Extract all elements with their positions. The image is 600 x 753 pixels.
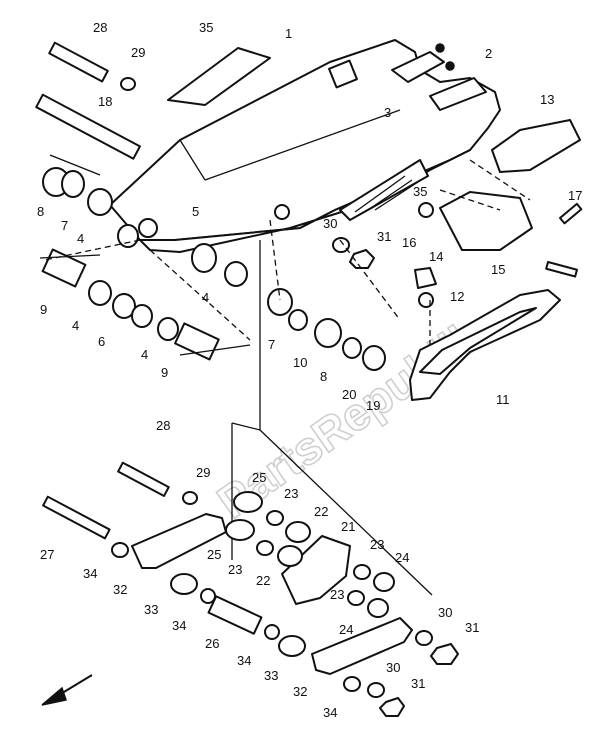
callout-number: 7	[268, 337, 275, 352]
callout-number: 23	[370, 537, 384, 552]
callout-number: 1	[285, 26, 292, 41]
callout-number: 29	[131, 45, 145, 60]
washer-29-top	[120, 77, 136, 91]
bearings-row-right	[267, 288, 386, 371]
dashed-guides-upper	[39, 154, 531, 356]
bearings-row-2	[41, 248, 220, 361]
callout-number: 14	[429, 249, 443, 264]
callout-number: 30	[438, 605, 452, 620]
callout-number: 24	[339, 622, 353, 637]
arrow-icon	[41, 674, 93, 706]
callout-number: 34	[237, 653, 251, 668]
callout-number: 7	[61, 218, 68, 233]
callout-number: 4	[141, 347, 148, 362]
callout-number: 25	[252, 470, 266, 485]
callout-number: 8	[37, 204, 44, 219]
callout-number: 25	[207, 547, 221, 562]
callout-number: 34	[172, 618, 186, 633]
callout-number: 4	[77, 231, 84, 246]
callout-number: 22	[314, 504, 328, 519]
collars-and-bearings	[111, 491, 459, 717]
callout-number: 9	[161, 365, 168, 380]
chain-support-13	[491, 119, 581, 173]
callout-number: 31	[411, 676, 425, 691]
callout-number: 34	[323, 705, 337, 720]
washer-29-lower	[182, 491, 198, 505]
callout-number: 12	[450, 289, 464, 304]
callout-number: 35	[199, 20, 213, 35]
callout-number: 10	[293, 355, 307, 370]
callout-number: 20	[342, 387, 356, 402]
callout-number: 16	[402, 235, 416, 250]
callout-number: 22	[256, 573, 270, 588]
callout-number: 30	[386, 660, 400, 675]
adjuster-plates	[435, 43, 455, 71]
callout-number: 11	[496, 392, 510, 407]
callout-number: 4	[202, 290, 209, 305]
callout-number: 3	[384, 105, 391, 120]
chain-guide-14	[439, 191, 533, 251]
bolt-28-lower	[117, 461, 170, 497]
callout-number: 23	[330, 587, 344, 602]
callout-number: 17	[568, 188, 582, 203]
callout-number: 33	[144, 602, 158, 617]
callout-number: 27	[40, 547, 54, 562]
bearings-left-stack	[42, 167, 248, 287]
callout-number: 26	[205, 636, 219, 651]
callout-number: 9	[40, 302, 47, 317]
bolt-27	[42, 495, 111, 540]
callout-number: 31	[465, 620, 479, 635]
callout-number: 2	[485, 46, 492, 61]
pivot-shaft-18	[35, 93, 141, 160]
callout-number: 35	[413, 184, 427, 199]
callout-number: 21	[341, 519, 355, 534]
callout-number: 15	[491, 262, 505, 277]
callout-number: 4	[72, 318, 79, 333]
callout-number: 32	[113, 582, 127, 597]
swingarm	[109, 39, 501, 253]
callout-number: 31	[377, 229, 391, 244]
callout-number: 8	[320, 369, 327, 384]
relay-arm-21	[281, 535, 351, 605]
chain-slider-11	[409, 289, 561, 401]
callout-number: 23	[284, 486, 298, 501]
chain-guard-35	[167, 47, 271, 106]
bolt-28-top	[48, 41, 109, 83]
callout-number: 29	[196, 465, 210, 480]
callout-number: 13	[540, 92, 554, 107]
callout-number: 19	[366, 398, 380, 413]
callout-number: 28	[93, 20, 107, 35]
callout-number: 18	[98, 94, 112, 109]
callout-number: 30	[323, 216, 337, 231]
callout-number: 24	[395, 550, 409, 565]
callout-number: 23	[228, 562, 242, 577]
callout-number: 28	[156, 418, 170, 433]
callout-number: 32	[293, 684, 307, 699]
callout-number: 34	[83, 566, 97, 581]
callout-number: 5	[192, 204, 199, 219]
callout-number: 6	[98, 334, 105, 349]
callout-number: 33	[264, 668, 278, 683]
connecting-rod-32b	[311, 617, 413, 675]
callout-numbers: 28 29 35 1 2 3 18 13 8 7 4 5 35 17 30 31…	[37, 20, 582, 720]
